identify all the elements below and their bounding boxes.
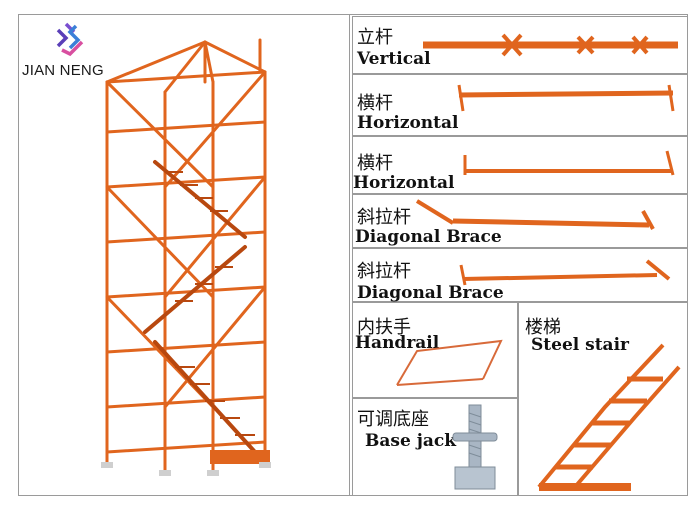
diagonal-brace-image: [459, 259, 671, 286]
component-en-label: Steel stair: [531, 335, 629, 355]
component-cn-label: 横杆: [357, 153, 393, 174]
jn-logo-icon: [56, 22, 84, 57]
base-jack-image: [452, 404, 498, 490]
component-cn-label: 立杆: [357, 27, 393, 48]
component-base-jack: 可调底座 Base jack: [352, 398, 518, 496]
handrail-image: [396, 339, 503, 386]
component-en-label: Base jack: [365, 431, 456, 451]
component-en-label: Diagonal Brace: [357, 283, 504, 303]
component-vertical: 立杆 Vertical: [352, 16, 688, 74]
horizontal-bar-image: [463, 150, 675, 176]
steel-stair-image: [537, 343, 681, 491]
component-en-label: Vertical: [357, 49, 431, 69]
component-en-label: Handrail: [355, 333, 440, 353]
brand-name: JIAN NENG: [22, 62, 104, 79]
horizontal-bar-image: [457, 84, 675, 112]
tower-panel: [18, 14, 350, 496]
vertical-pole-image: [423, 33, 678, 57]
component-horizontal-1: 横杆 Horizontal: [352, 74, 688, 136]
component-diagonal-brace-2: 斜拉杆 Diagonal Brace: [352, 248, 688, 303]
component-steel-stair: 楼梯 Steel stair: [518, 302, 688, 496]
component-cn-label: 横杆: [357, 93, 393, 114]
brand-logo: JIAN NENG: [22, 20, 122, 84]
component-cn-label: 可调底座: [357, 409, 429, 430]
scaffold-tower-image: [101, 38, 271, 476]
component-en-label: Horizontal: [357, 113, 459, 133]
component-diagonal-brace-1: 斜拉杆 Diagonal Brace: [352, 194, 688, 248]
component-horizontal-2: 横杆 Horizontal: [352, 136, 688, 194]
component-en-label: Diagonal Brace: [355, 227, 502, 247]
component-cn-label: 斜拉杆: [357, 261, 411, 282]
component-cn-label: 内扶手: [357, 317, 411, 338]
component-en-label: Horizontal: [353, 173, 455, 193]
diagonal-brace-image: [415, 199, 655, 230]
component-handrail: 内扶手 Handrail: [352, 302, 518, 398]
component-cn-label: 楼梯: [525, 317, 561, 338]
component-cn-label: 斜拉杆: [357, 207, 411, 228]
